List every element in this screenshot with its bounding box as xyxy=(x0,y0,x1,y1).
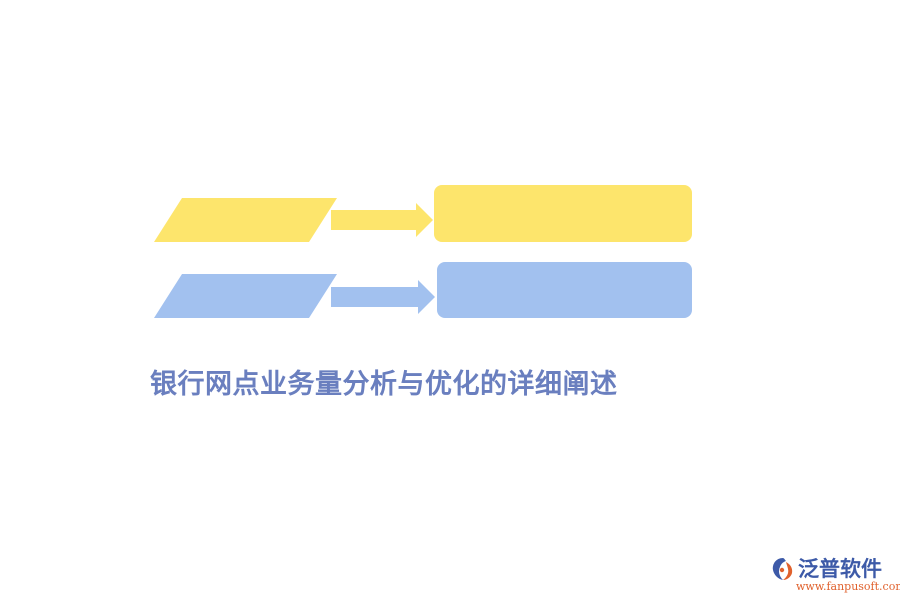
logo-name: 泛普软件 xyxy=(798,557,882,581)
page-title: 银行网点业务量分析与优化的详细阐述 xyxy=(150,369,618,400)
parallelogram-input-1 xyxy=(154,198,337,242)
fanpu-logo-icon xyxy=(772,558,793,580)
logo[interactable]: 泛普软件 www.fanpusoft.com xyxy=(770,553,900,597)
rounded-box-1 xyxy=(434,185,692,242)
rounded-box-2 xyxy=(437,262,692,318)
logo-url: www.fanpusoft.com xyxy=(796,580,900,593)
parallelogram-input-2 xyxy=(154,274,337,318)
arrow-right-icon xyxy=(331,280,435,314)
arrow-right-icon xyxy=(331,203,433,237)
